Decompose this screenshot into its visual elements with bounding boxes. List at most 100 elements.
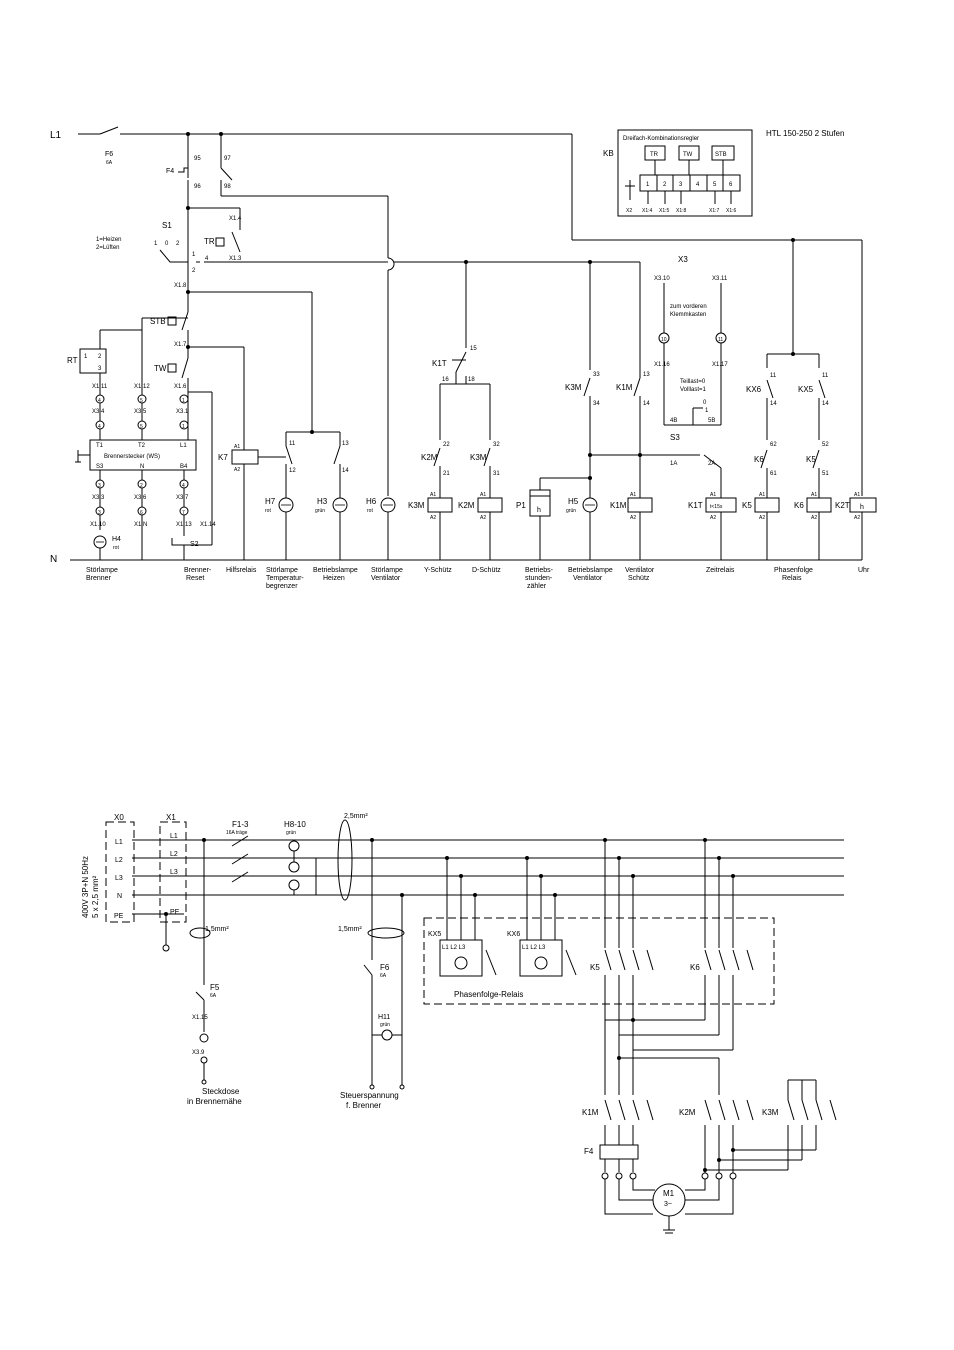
rail-n-label: N xyxy=(50,554,57,565)
svg-text:Steuerspannung: Steuerspannung xyxy=(340,1091,399,1100)
svg-text:X1:7: X1:7 xyxy=(709,208,720,214)
svg-text:14: 14 xyxy=(770,401,777,407)
svg-text:A1: A1 xyxy=(854,492,860,498)
svg-text:X3.11: X3.11 xyxy=(712,276,728,282)
svg-text:11: 11 xyxy=(822,373,829,379)
svg-text:rot: rot xyxy=(113,545,119,551)
svg-text:Betriebs-: Betriebs- xyxy=(525,567,554,574)
svg-text:L2: L2 xyxy=(170,851,178,858)
svg-text:6: 6 xyxy=(729,182,733,188)
svg-text:15: 15 xyxy=(470,346,477,352)
svg-text:F4: F4 xyxy=(584,1147,594,1156)
svg-text:2A: 2A xyxy=(708,461,715,467)
svg-text:K1M: K1M xyxy=(610,501,627,510)
terminal-block-x1 xyxy=(159,821,187,923)
svg-text:13: 13 xyxy=(643,372,650,378)
svg-text:F1-3: F1-3 xyxy=(232,820,249,829)
svg-text:H7: H7 xyxy=(265,497,276,506)
svg-text:K6: K6 xyxy=(690,963,700,972)
svg-text:3~: 3~ xyxy=(664,1201,672,1208)
svg-text:P1: P1 xyxy=(516,501,526,510)
svg-text:18: 18 xyxy=(468,377,475,383)
svg-text:Klemmkasten: Klemmkasten xyxy=(670,312,706,318)
svg-text:Phasenfolge-Relais: Phasenfolge-Relais xyxy=(454,990,523,999)
selector-s1: S1 1=Heizen 2=Lüften 1 0 2 1 2 4 xyxy=(96,221,641,370)
svg-text:Teillast=0: Teillast=0 xyxy=(680,379,706,385)
rail-l1-label: L1 xyxy=(50,130,62,141)
svg-text:1: 1 xyxy=(646,182,650,188)
svg-text:X3.3: X3.3 xyxy=(92,495,105,501)
svg-text:2,5mm²: 2,5mm² xyxy=(344,813,368,820)
fuse-f6 xyxy=(99,126,119,135)
svg-text:A1: A1 xyxy=(480,492,486,498)
svg-text:0: 0 xyxy=(165,241,169,247)
svg-text:S1: S1 xyxy=(162,221,172,230)
svg-text:5: 5 xyxy=(140,398,143,404)
svg-text:K2T: K2T xyxy=(835,501,850,510)
svg-text:2: 2 xyxy=(663,182,667,188)
svg-text:96: 96 xyxy=(194,184,201,190)
svg-text:Störlampe: Störlampe xyxy=(266,567,298,574)
svg-text:32: 32 xyxy=(493,442,500,448)
svg-text:2: 2 xyxy=(176,241,180,247)
svg-text:1=Heizen: 1=Heizen xyxy=(96,237,122,243)
svg-text:6A: 6A xyxy=(380,973,387,979)
lamp-h7: H7 rot xyxy=(265,497,294,514)
svg-text:16A träge: 16A träge xyxy=(226,830,248,836)
svg-text:14: 14 xyxy=(822,401,829,407)
svg-text:Brennerstecker (WS): Brennerstecker (WS) xyxy=(104,454,160,460)
svg-text:TW: TW xyxy=(683,152,693,158)
svg-text:5B: 5B xyxy=(708,418,715,424)
svg-text:X1: X1 xyxy=(166,813,176,822)
svg-text:N: N xyxy=(117,893,122,900)
svg-text:X1.13: X1.13 xyxy=(176,522,192,528)
svg-text:31: 31 xyxy=(493,471,500,477)
svg-text:S3: S3 xyxy=(96,464,104,470)
svg-text:52: 52 xyxy=(822,442,829,448)
svg-text:Zeitrelais: Zeitrelais xyxy=(706,567,735,574)
svg-text:K2M: K2M xyxy=(458,501,475,510)
svg-text:A2: A2 xyxy=(480,515,486,521)
svg-text:K2M: K2M xyxy=(421,453,438,462)
svg-text:A2: A2 xyxy=(430,515,436,521)
coil-k1m xyxy=(627,497,653,513)
svg-text:K3M: K3M xyxy=(762,1108,779,1117)
svg-text:2: 2 xyxy=(98,354,102,360)
svg-text:T2: T2 xyxy=(138,443,146,449)
svg-text:Betriebslampe: Betriebslampe xyxy=(313,567,358,574)
svg-text:L1: L1 xyxy=(180,443,187,449)
svg-text:Y-Schütz: Y-Schütz xyxy=(424,567,452,574)
svg-text:grün: grün xyxy=(286,830,296,836)
contacts-k3m xyxy=(787,1079,837,1170)
svg-text:97: 97 xyxy=(224,156,231,162)
svg-text:X1.16: X1.16 xyxy=(654,362,670,368)
svg-text:11: 11 xyxy=(718,337,723,343)
svg-text:KX6: KX6 xyxy=(746,385,762,394)
svg-text:A2: A2 xyxy=(759,515,765,521)
svg-text:3: 3 xyxy=(98,510,101,516)
svg-text:2: 2 xyxy=(192,268,196,274)
svg-text:L3: L3 xyxy=(115,875,123,882)
svg-text:T1: T1 xyxy=(96,443,104,449)
coil-k5 xyxy=(754,497,780,513)
svg-text:X1:4: X1:4 xyxy=(642,208,653,214)
svg-text:Störlampe: Störlampe xyxy=(371,567,403,574)
svg-text:K3M: K3M xyxy=(408,501,425,510)
svg-text:stunden-: stunden- xyxy=(525,575,553,582)
svg-text:KX6: KX6 xyxy=(507,931,520,938)
svg-text:K3M: K3M xyxy=(565,383,582,392)
svg-text:14: 14 xyxy=(643,401,650,407)
svg-text:rot: rot xyxy=(367,508,373,514)
svg-text:B4: B4 xyxy=(180,464,188,470)
svg-text:F6: F6 xyxy=(380,963,390,972)
svg-text:3: 3 xyxy=(98,366,102,372)
svg-text:5: 5 xyxy=(140,424,143,430)
svg-text:grün: grün xyxy=(315,508,325,514)
svg-text:6A: 6A xyxy=(210,993,217,999)
svg-text:begrenzer: begrenzer xyxy=(266,583,298,590)
svg-text:RT: RT xyxy=(67,356,78,365)
svg-text:Schütz: Schütz xyxy=(628,575,650,582)
svg-text:2=Lüften: 2=Lüften xyxy=(96,245,120,251)
svg-text:21: 21 xyxy=(443,471,450,477)
svg-text:KX5: KX5 xyxy=(798,385,814,394)
